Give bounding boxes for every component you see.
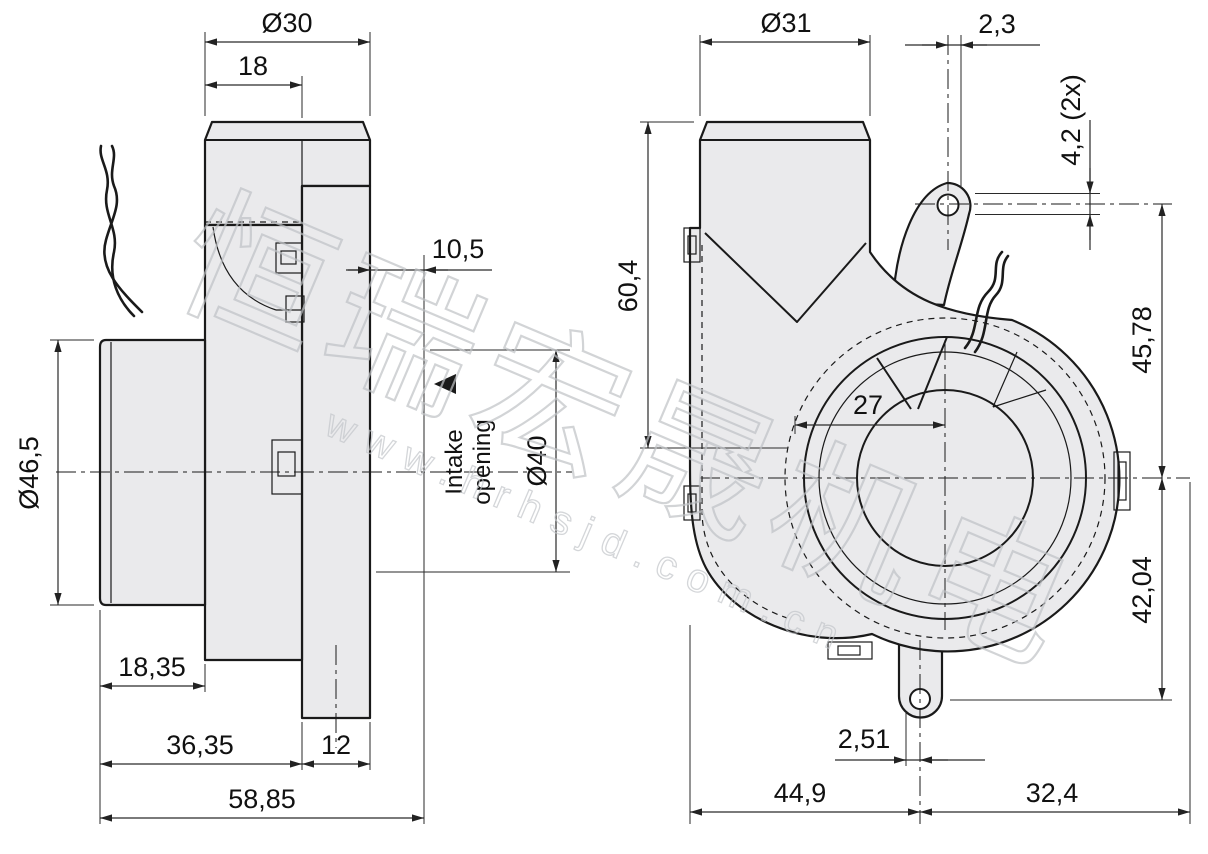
front-center-lines [700,35,1190,824]
dim-side-flange-width: 12 [321,730,351,760]
side-clip-lower [271,439,303,495]
front-view: Ø31 2,3 4,2 (2x) 60,4 45,78 27 42,04 2,5… [613,8,1191,824]
front-dimension-lines [644,38,1190,816]
dim-front-hole-diameter: 4,2 (2x) [1056,74,1086,166]
dim-front-width-right: 32,4 [1026,778,1079,808]
dim-side-body-depth: 36,35 [166,730,234,760]
front-volute-body [688,120,1121,653]
dim-front-hole-offset-x: 2,3 [978,9,1016,39]
dim-side-intake-depth: 10,5 [432,234,485,264]
dim-front-lower-hole-height: 42,04 [1127,556,1157,624]
dim-front-upper-hole-height: 45,78 [1127,306,1157,374]
dim-side-motor-diameter: Ø46,5 [14,436,44,510]
side-wire-tab [285,295,305,323]
side-dimension-lines [54,38,560,822]
intake-opening-label-2: opening [469,419,496,504]
intake-opening-label-1: Intake [441,429,468,494]
dim-side-outlet-diameter: Ø30 [261,8,312,38]
dim-side-overall-depth: 58,85 [228,784,296,814]
front-clips [683,227,1131,660]
dim-side-outlet-offset: 18 [238,51,268,81]
dim-front-outlet-height: 60,4 [613,260,643,313]
side-clip-upper [275,242,303,274]
front-lead-wires [963,250,1010,354]
intake-pointer-icon [434,374,456,394]
side-lead-wires [99,144,144,318]
side-detail-lines [56,139,572,748]
dim-front-outlet-diameter: Ø31 [760,8,811,38]
dim-side-motor-overhang: 18,35 [118,652,186,682]
front-extension-lines [640,35,1191,824]
side-view: Ø30 18 10,5 Ø46,5 Ø40 Intake opening 18,… [14,8,572,824]
dim-front-center-offset: 27 [853,390,883,420]
dim-front-width-left: 44,9 [774,778,827,808]
dim-side-intake-diameter: Ø40 [522,435,552,486]
dim-front-lower-hole-offset: 2,51 [838,724,891,754]
front-internal-contours [701,232,867,619]
